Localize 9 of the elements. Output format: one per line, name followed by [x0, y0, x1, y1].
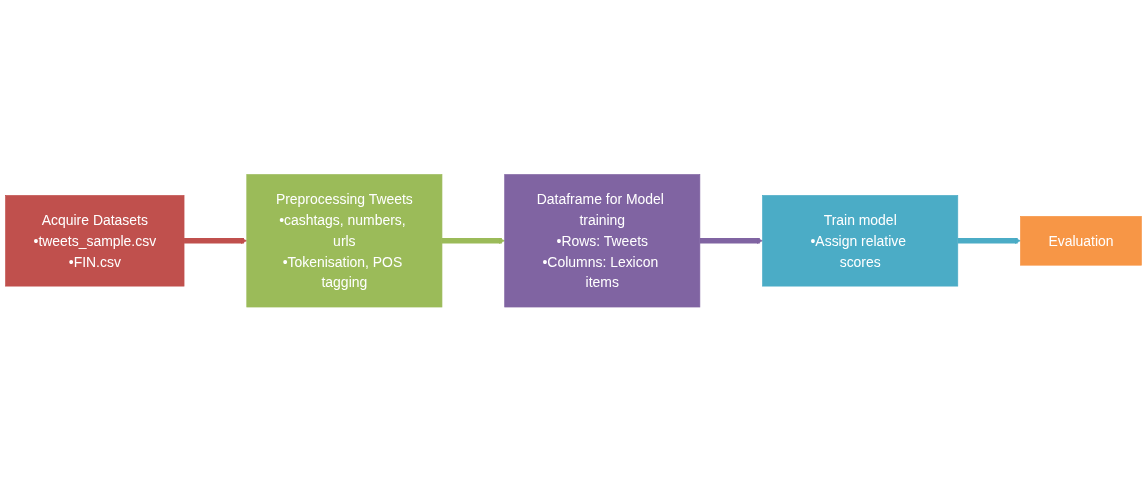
- node-box: Preprocessing Tweets •cashtags, numbers, urls •Tokenisation, POS tagging: [246, 174, 443, 308]
- arrow: [699, 237, 763, 245]
- node-box: Evaluation: [1020, 216, 1142, 266]
- arrow: [441, 237, 505, 245]
- node-box: Train model •Assign relative scores: [762, 195, 959, 287]
- node-box: Dataframe for Model training •Rows: Tweets •Columns: Lexicon items: [504, 174, 701, 308]
- node-box: Acquire Datasets •tweets_sample.csv •FIN.csv: [5, 195, 185, 287]
- arrow: [957, 237, 1021, 245]
- arrow: [184, 237, 248, 245]
